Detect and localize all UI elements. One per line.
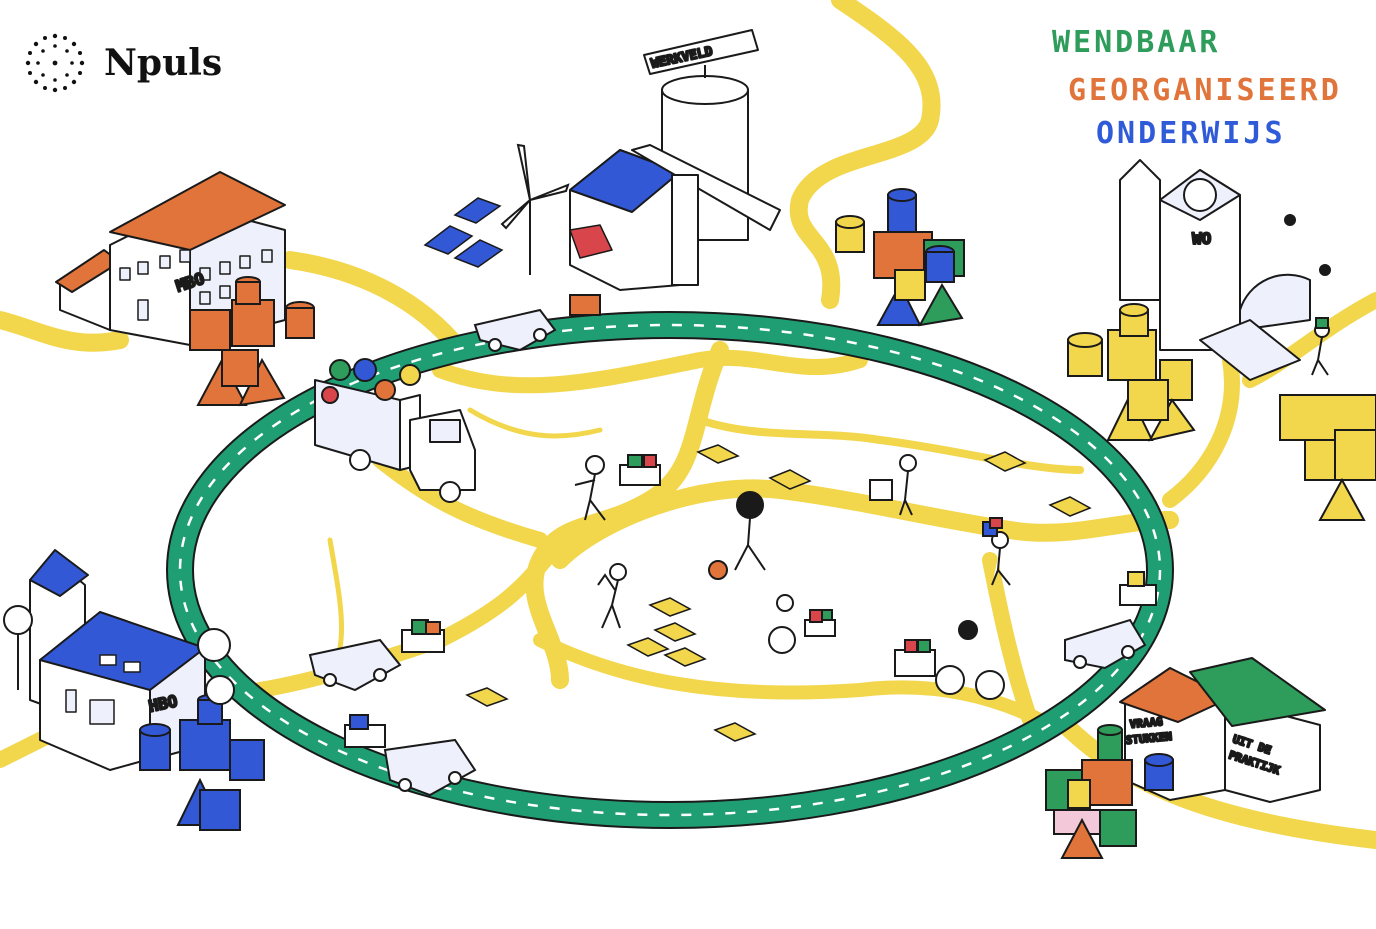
vraagstukken-label-2: STUKKEN	[1125, 730, 1172, 747]
wo-blocks	[1067, 303, 1376, 521]
car-top-icon	[473, 294, 601, 352]
mbo-blocks	[189, 276, 315, 407]
vraagstukken-label-1: VRAAG	[1129, 715, 1163, 731]
mixed-blocks-top	[835, 188, 965, 327]
mixed-blocks-bottom	[1045, 724, 1174, 859]
title-line-2: GEORGANISEERD	[1068, 73, 1342, 108]
npuls-logo: Npuls	[25, 33, 222, 93]
wo-label: WO	[1192, 229, 1211, 248]
person-running-icon	[708, 491, 766, 580]
title-line-3: ONDERWIJS	[1096, 116, 1286, 151]
person-walking-wo-icon	[1311, 317, 1330, 376]
werkveld-building: WERKVELD	[569, 29, 781, 291]
person-sweeping-icon	[597, 563, 627, 629]
person-carrying-icon	[574, 454, 661, 521]
ring-road	[166, 311, 1174, 829]
mbo-windows	[119, 249, 273, 321]
person-cycling-icon	[894, 620, 1005, 700]
car-bottom-icon	[344, 714, 477, 797]
person-with-cart-icon	[869, 454, 917, 516]
wo-building: WO	[1119, 159, 1331, 381]
person-with-blocks-icon	[982, 517, 1011, 586]
npuls-dots-icon	[25, 33, 85, 93]
title-line-1: WENDBAAR	[1052, 25, 1221, 60]
praktijk-building: UIT DE PRAKTIJK	[1189, 657, 1326, 803]
logo-text: Npuls	[104, 42, 222, 84]
yellow-tiles	[465, 444, 1092, 742]
people	[574, 317, 1330, 700]
wind-turbine-icon	[500, 143, 570, 275]
solar-panels-icon	[423, 197, 504, 268]
car-left-icon	[308, 619, 445, 692]
truck-icon	[314, 358, 476, 503]
person-wheelchair-icon	[768, 594, 836, 654]
title-block: WENDBAAR GEORGANISEERD ONDERWIJS	[1052, 25, 1342, 151]
tree-icons	[3, 605, 235, 705]
car-right-icon	[1064, 571, 1157, 670]
